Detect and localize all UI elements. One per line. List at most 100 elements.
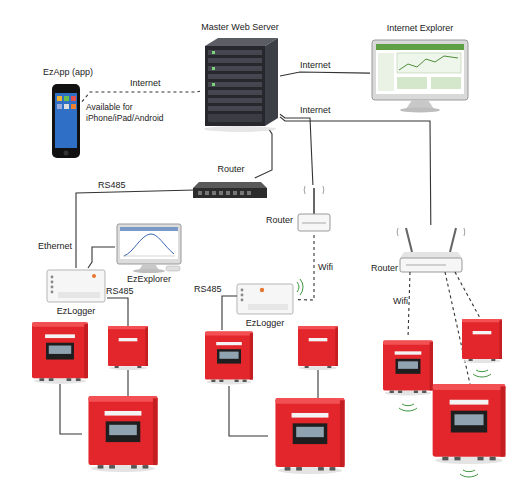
- link-label: RS485: [98, 180, 126, 191]
- device-node: Master Web Server: [200, 38, 280, 130]
- rs485-wire: [222, 296, 237, 330]
- phone-body: [52, 84, 80, 158]
- monitor-base: [133, 269, 165, 273]
- wifi-wave: [323, 186, 325, 194]
- inverter: [205, 332, 253, 385]
- switch-port: [226, 191, 230, 195]
- app-icon: [64, 104, 69, 109]
- device-label: EzLogger: [230, 318, 300, 329]
- app-icon: [64, 96, 69, 101]
- link-label: Ethernet: [38, 241, 72, 252]
- wifi-wave: [463, 470, 475, 472]
- switch-port: [219, 191, 223, 195]
- wifi-wave: [304, 186, 306, 194]
- device-label: EzExplorer: [109, 274, 189, 285]
- logo-dot: [92, 274, 96, 278]
- rack-unit: [208, 74, 262, 79]
- switch-port: [233, 191, 237, 195]
- wifi-wave: [300, 279, 303, 295]
- network-link: [82, 91, 200, 101]
- network-link: [295, 235, 314, 300]
- device-node: Router: [195, 178, 267, 200]
- switch-port: [240, 191, 244, 195]
- wifi-wave: [397, 228, 399, 236]
- status-led: [51, 291, 54, 294]
- router-body: [400, 258, 462, 272]
- antenna: [450, 228, 456, 252]
- wifi-router-illustration: [397, 228, 465, 272]
- switch-top: [193, 182, 267, 188]
- phone-screen: [55, 93, 77, 148]
- router-body: [298, 214, 330, 231]
- network-link: [88, 247, 115, 268]
- device-label: Internet Explorer: [370, 23, 470, 34]
- inverter: [433, 384, 506, 464]
- rack-unit: [208, 82, 262, 87]
- wire-label: Wifi: [393, 296, 408, 307]
- monitor-screen: [376, 44, 464, 94]
- device-node: EzExplorer: [115, 222, 183, 272]
- link-label: Internet: [300, 60, 331, 71]
- inverter: [275, 398, 344, 474]
- router-leds: [406, 264, 446, 266]
- logger-body: [47, 270, 105, 302]
- inverter: [108, 326, 148, 370]
- screen-block: [431, 77, 461, 89]
- logger-illustration: [237, 279, 303, 314]
- device-label: Router: [195, 164, 267, 175]
- logger-illustration: [47, 270, 105, 302]
- wire-label: RS485: [106, 286, 134, 297]
- status-led: [212, 51, 215, 54]
- device-label: Router: [358, 263, 398, 274]
- antenna: [406, 228, 412, 252]
- monitor-bezel: [117, 224, 181, 264]
- screen-header: [376, 44, 464, 50]
- rs485-wire: [317, 370, 318, 398]
- wifi-wave: [297, 282, 299, 292]
- device-label: Master Web Server: [190, 22, 290, 33]
- wifi-wave: [460, 474, 478, 477]
- status-led: [212, 83, 215, 86]
- status-led: [212, 67, 215, 70]
- logo-dot: [260, 288, 264, 292]
- inverter: [462, 319, 502, 363]
- status-led: [241, 299, 244, 302]
- rs485-wire: [229, 386, 268, 436]
- switch-port: [198, 191, 202, 195]
- device-label: Available for iPhone/iPad/Android: [86, 102, 178, 124]
- status-led: [51, 281, 54, 284]
- rack-unit: [208, 98, 262, 103]
- device-node: EzLogger: [45, 268, 107, 304]
- inverter: [32, 322, 88, 384]
- network-link: [280, 114, 313, 185]
- rack-unit: [208, 50, 262, 55]
- screen-panel: [378, 53, 394, 91]
- rack-unit: [208, 106, 262, 111]
- router-leds: [302, 222, 326, 224]
- wifi-waves: [399, 370, 491, 477]
- rack-unit: [208, 58, 262, 63]
- device-node: Router: [295, 185, 333, 235]
- device-node: EzApp (app)Available for iPhone/iPad/And…: [50, 82, 82, 160]
- antenna: [313, 188, 315, 214]
- phone-illustration: [52, 84, 80, 158]
- app-icon: [71, 96, 76, 101]
- home-button: [64, 151, 69, 156]
- server-shadow: [204, 126, 276, 132]
- wifi-wire: [455, 272, 480, 318]
- link-label: Internet: [130, 78, 161, 89]
- device-label: EzLogger: [41, 306, 111, 317]
- status-led: [241, 294, 244, 297]
- status-led: [241, 289, 244, 292]
- network-link: [280, 117, 431, 225]
- rack-unit: [208, 66, 262, 71]
- device-label: EzApp (app): [38, 67, 98, 78]
- app-icon: [57, 104, 62, 109]
- monitor-screen: [120, 227, 178, 259]
- wire-label: RS485: [194, 284, 222, 295]
- server-side: [265, 38, 278, 126]
- monitor-bezel: [372, 40, 468, 100]
- switch-port: [247, 191, 251, 195]
